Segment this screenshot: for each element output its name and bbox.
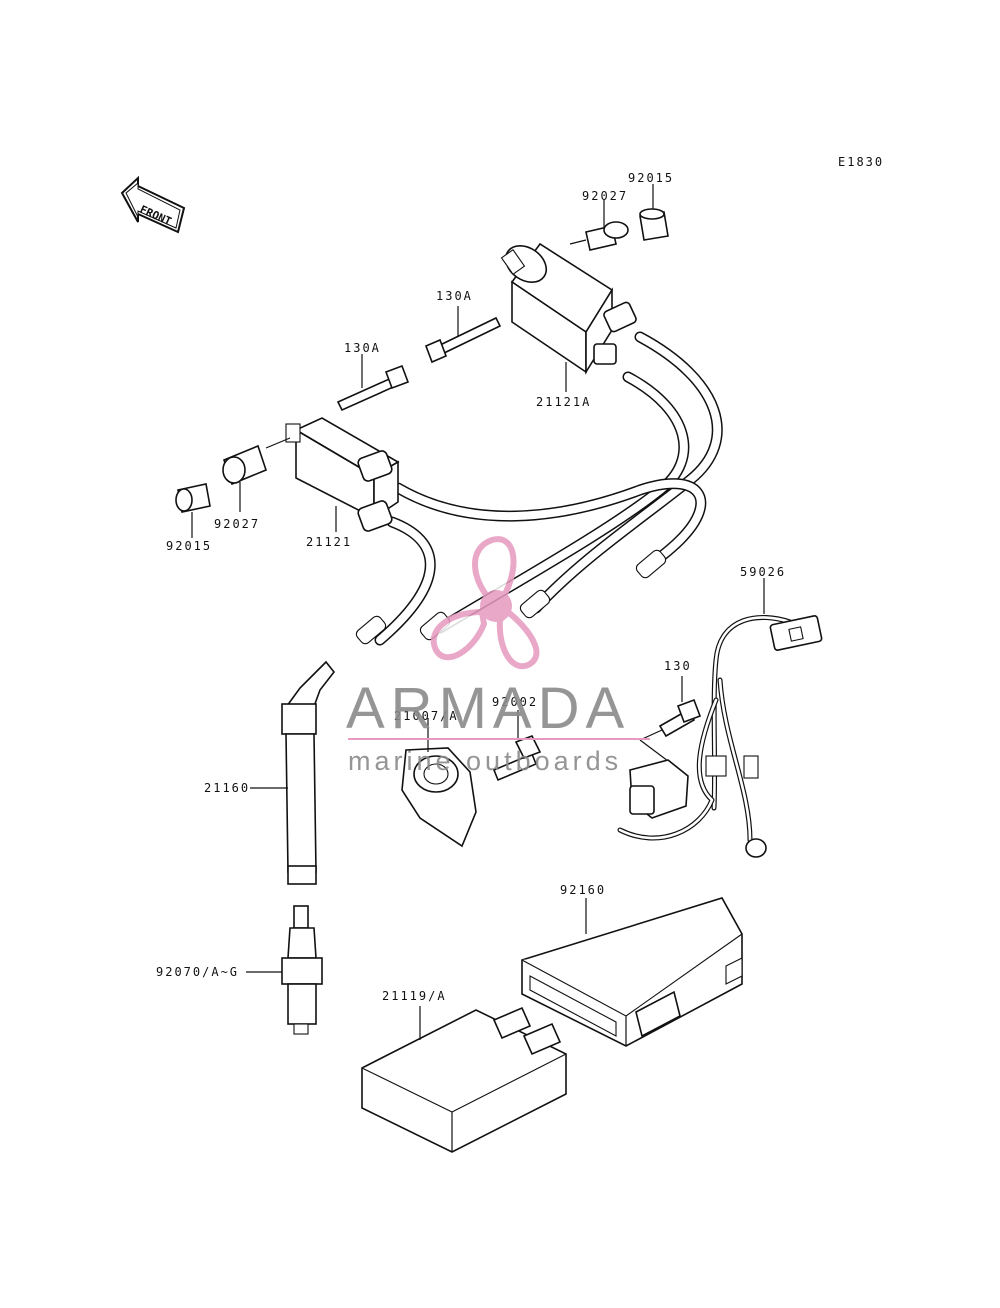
cdi-unit — [361, 1006, 567, 1153]
collar-92027-left — [222, 437, 291, 512]
label-59026: 59026 — [740, 565, 786, 579]
label-21160: 21160 — [204, 781, 250, 795]
label-92027-left: 92027 — [214, 517, 260, 531]
igniter-unit — [521, 897, 743, 1047]
label-130a-lower: 130A — [344, 341, 381, 355]
bolt-130a-upper — [424, 306, 502, 364]
label-92027-top: 92027 — [582, 189, 628, 203]
label-92015-left: 92015 — [166, 539, 212, 553]
label-130: 130 — [664, 659, 692, 673]
label-92160: 92160 — [560, 883, 606, 897]
spark-plug — [246, 905, 323, 1035]
grommet-92015-top — [639, 184, 669, 241]
label-92002: 92002 — [492, 695, 538, 709]
label-21007a: 21007/A — [394, 709, 459, 723]
ignition-coil-lower — [285, 417, 400, 532]
label-92015-top: 92015 — [628, 171, 674, 185]
watermark: ARMADA marine outboards — [346, 536, 650, 776]
diagram-code: E1830 — [838, 155, 884, 169]
label-21121a: 21121A — [536, 395, 591, 409]
spark-plug-cap — [250, 660, 336, 885]
watermark-tagline: marine outboards — [348, 746, 622, 776]
collar-92027-top — [569, 200, 629, 251]
label-21121: 21121 — [306, 535, 352, 549]
bolt-130 — [639, 676, 702, 771]
label-21119a: 21119/A — [382, 989, 447, 1003]
bolt-92002 — [492, 710, 542, 782]
pickup-plate — [401, 718, 477, 848]
pickup-coil-harness — [617, 578, 823, 858]
ignition-coil-upper — [500, 242, 637, 375]
bolt-130a-lower — [336, 354, 410, 412]
ignition-cable-set — [355, 331, 723, 646]
label-92070: 92070/A~G — [156, 965, 239, 979]
watermark-brand: ARMADA — [346, 676, 630, 741]
label-130a-upper: 130A — [436, 289, 473, 303]
propeller-logo-icon — [430, 536, 540, 670]
watermark-underline — [348, 738, 650, 740]
front-arrow-icon: FRONT — [120, 175, 186, 234]
grommet-92015-left — [175, 483, 211, 538]
